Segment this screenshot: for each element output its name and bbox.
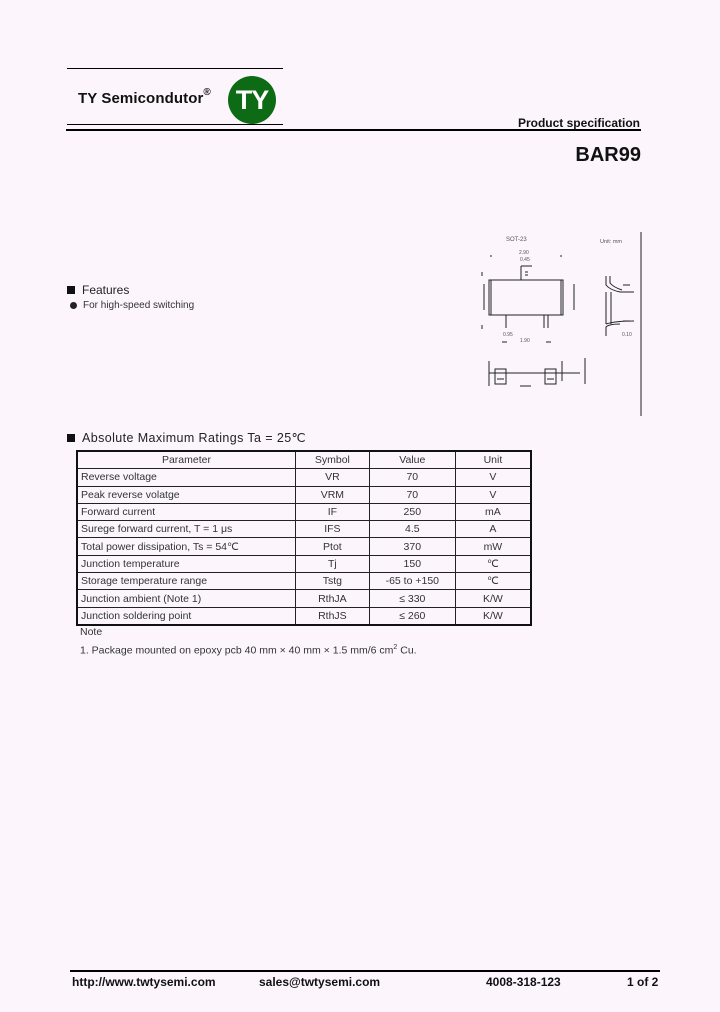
footer-rule [70, 970, 660, 972]
table-row: Junction temperature Tj 150 ℃ [76, 554, 532, 574]
cell-unit: K/W [454, 606, 532, 626]
part-number: BAR99 [575, 144, 641, 166]
table-row: Peak reverse volatge VRM 70 V [76, 485, 532, 504]
footer-phone: 4008-318-123 [486, 975, 561, 989]
svg-text:1.90: 1.90 [520, 338, 530, 344]
section-square-bullet-icon [67, 433, 75, 442]
cell-symbol: Tstg [294, 572, 370, 591]
column-header-unit: Unit [454, 450, 532, 470]
note-superscript: 2 [393, 644, 398, 651]
cell-unit: ℃ [454, 572, 532, 591]
cell-value: ≤ 330 [368, 589, 456, 608]
cell-parameter: Junction temperature [76, 554, 296, 574]
features-title: Features [82, 283, 130, 297]
sot23-dimension-drawing-icon: SOT-23 Unit: mm 2.90 0.45 0.95 1.90 0.10 [481, 232, 642, 416]
column-header-parameter: Parameter [76, 450, 296, 470]
table-header-row: Parameter Symbol Value Unit [76, 450, 532, 470]
cell-parameter: Reverse voltage [76, 468, 296, 487]
cell-parameter: Peak reverse volatge [76, 485, 296, 504]
header-logo-bottom-rule [67, 124, 283, 125]
cell-symbol: VRM [294, 485, 370, 504]
cell-parameter: Junction ambient (Note 1) [76, 589, 296, 608]
document-type: Product specification [517, 116, 640, 130]
round-bullet-icon [70, 302, 77, 309]
header-thick-rule [66, 129, 641, 131]
svg-text:0.10: 0.10 [622, 332, 632, 338]
footer-email-link[interactable]: sales@twtysemi.com [259, 975, 381, 989]
package-outline-drawing: SOT-23 Unit: mm 2.90 0.45 0.95 1.90 0.10 [470, 228, 645, 418]
note-text: 1. Package mounted on epoxy pcb 40 mm × … [80, 644, 394, 657]
note-item: 1. Package mounted on epoxy pcb 40 mm × … [80, 644, 417, 657]
table-row: Junction soldering point RthJS ≤ 260 K/W [76, 606, 532, 626]
cell-symbol: RthJS [294, 606, 370, 626]
column-header-value: Value [368, 450, 456, 470]
unit-label: Unit: mm [600, 239, 622, 245]
column-header-symbol: Symbol [294, 450, 370, 470]
svg-text:0.95: 0.95 [503, 332, 513, 338]
package-name-label: SOT-23 [506, 237, 527, 243]
cell-unit: V [454, 485, 532, 504]
cell-symbol: IFS [294, 520, 370, 539]
cell-unit: K/W [454, 589, 532, 608]
table-row: Forward current IF 250 mA [76, 502, 532, 522]
cell-symbol: Tj [294, 554, 370, 574]
cell-unit: mW [454, 537, 532, 556]
logo-text: TY [235, 84, 270, 115]
company-logo: TY [228, 76, 276, 124]
cell-unit: V [454, 468, 532, 487]
registered-mark: ® [203, 87, 211, 98]
cell-value: ≤ 260 [368, 606, 456, 626]
cell-unit: mA [454, 502, 532, 522]
cell-symbol: VR [294, 468, 370, 487]
ratings-heading: Absolute Maximum Ratings Ta = 25℃ [67, 430, 306, 445]
cell-value: -65 to +150 [368, 572, 456, 591]
cell-value: 370 [368, 537, 456, 556]
cell-parameter: Total power dissipation, Ts = 54℃ [76, 537, 296, 556]
cell-unit: A [454, 520, 532, 539]
cell-parameter: Surege forward current, T = 1 μs [76, 520, 296, 539]
cell-value: 250 [368, 502, 456, 522]
footer-website-link[interactable]: http://www.twtysemi.com [72, 975, 216, 989]
svg-text:2.90: 2.90 [519, 250, 529, 256]
table-row: Storage temperature range Tstg -65 to +1… [76, 572, 532, 591]
table-row: Junction ambient (Note 1) RthJA ≤ 330 K/… [76, 589, 532, 608]
note-heading: Note [80, 626, 103, 638]
table-row: Total power dissipation, Ts = 54℃ Ptot 3… [76, 537, 532, 556]
feature-text: For high-speed switching [83, 300, 195, 311]
table-row: Reverse voltage VR 70 V [76, 468, 532, 487]
cell-parameter: Junction soldering point [76, 606, 296, 626]
feature-item: For high-speed switching [70, 300, 194, 311]
cell-symbol: Ptot [294, 537, 370, 556]
header-top-rule [67, 68, 283, 69]
ratings-title: Absolute Maximum Ratings Ta = 25℃ [82, 431, 306, 445]
cell-value: 70 [368, 468, 456, 487]
cell-value: 4.5 [368, 520, 456, 539]
svg-text:0.45: 0.45 [520, 257, 530, 263]
cell-parameter: Storage temperature range [76, 572, 296, 591]
features-heading: Features [67, 283, 129, 297]
brand-name: TY Semicondutor® [78, 87, 211, 107]
section-square-bullet-icon [67, 286, 75, 294]
absolute-maximum-ratings-table: Parameter Symbol Value Unit Reverse volt… [76, 450, 532, 626]
page-number: 1 of 2 [627, 975, 659, 989]
note-tail: Cu. [397, 644, 417, 657]
cell-symbol: RthJA [294, 589, 370, 608]
cell-value: 70 [368, 485, 456, 504]
cell-parameter: Forward current [76, 502, 296, 522]
cell-unit: ℃ [454, 554, 532, 574]
cell-symbol: IF [294, 502, 370, 522]
cell-value: 150 [368, 554, 456, 574]
brand-text: TY Semicondutor [78, 90, 204, 107]
table-row: Surege forward current, T = 1 μs IFS 4.5… [76, 520, 532, 539]
